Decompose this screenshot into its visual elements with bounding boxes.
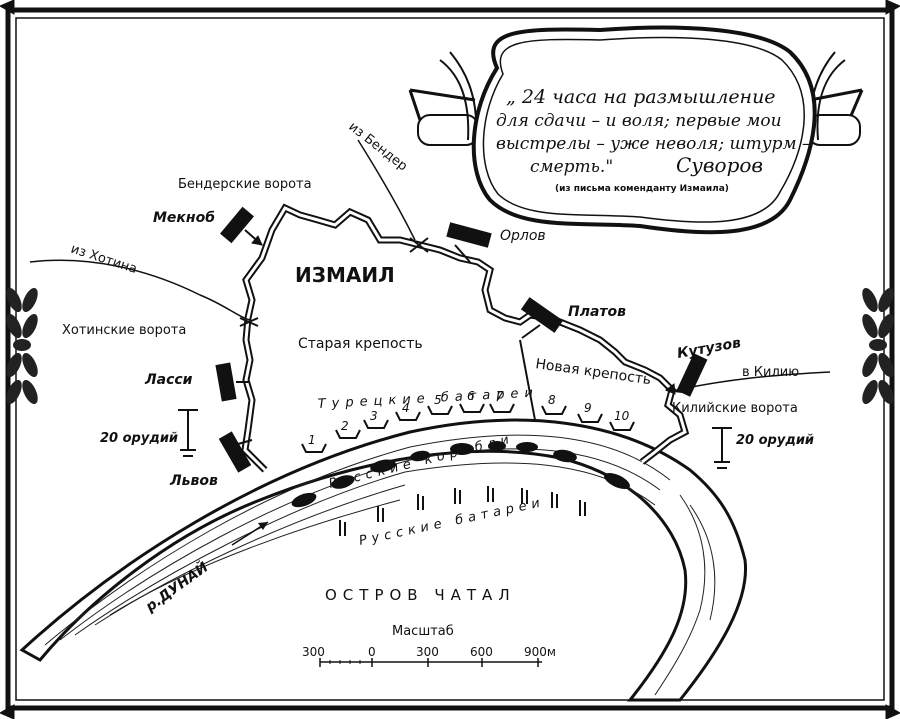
khotin-gate-label: Хотинские ворота: [62, 323, 186, 338]
guns-left-label: 20 орудий: [100, 431, 178, 446]
battery-number: 4: [402, 401, 410, 415]
commander-meknob: Мекноб: [153, 210, 215, 226]
battery-number: 1: [308, 433, 316, 447]
kiliya-gate-label: Килийские ворота: [672, 401, 798, 416]
ship-icon: [488, 441, 506, 451]
commander-lassi: Ласси: [144, 372, 193, 388]
battery-number: 5: [434, 393, 442, 407]
column-meknob: [220, 206, 263, 246]
from-bender-label: из Бендер: [346, 119, 411, 174]
turkish-battery: [427, 405, 453, 415]
russian-batteries: [339, 486, 586, 536]
turkish-battery: [395, 411, 421, 421]
old-fortress-label: Старая крепость: [298, 336, 423, 352]
turkish-battery: [335, 429, 361, 439]
battery-numbers: 1 2 3 4 5 6 7 8 9 10: [308, 389, 630, 447]
quote-cartouche: „ 24 часа на размышление для сдачи – и в…: [408, 25, 864, 235]
river-label: р.ДУНАЙ: [142, 558, 212, 615]
quote-line-4: смерть.": [530, 157, 613, 177]
island-label: ОСТРОВ ЧАТАЛ: [325, 586, 516, 604]
battery-number: 9: [584, 401, 592, 415]
turkish-battery: [609, 421, 635, 431]
ship-icon: [516, 442, 538, 452]
scale-tick: 300: [302, 645, 325, 659]
column-lassi: [215, 362, 250, 402]
quote-author: Суворов: [676, 153, 763, 177]
turkish-batteries: [301, 403, 635, 453]
commander-kutuzov: Кутузов: [676, 335, 742, 362]
new-fortress-label: Новая крепость: [534, 356, 652, 388]
turkish-battery: [301, 443, 327, 453]
fortress-wall: [241, 203, 690, 473]
scale-title: Масштаб: [392, 624, 454, 639]
ship-icon: [410, 450, 430, 462]
ship-icon: [604, 472, 630, 490]
quote-line-2: для сдачи – и воля; первые мои: [496, 111, 782, 131]
quote-source: (из письма коменданту Измаила): [555, 184, 729, 194]
commander-platov: Платов: [568, 304, 626, 320]
column-lvov: [218, 431, 253, 473]
russian-columns: [215, 206, 708, 473]
quote-line-1: „ 24 часа на размышление: [506, 86, 776, 108]
battery-number: 7: [496, 389, 504, 403]
battery-number: 2: [341, 419, 349, 433]
battery-number: 3: [370, 409, 378, 423]
gun-symbol-right: [712, 427, 732, 469]
fortress-name: ИЗМАИЛ: [295, 263, 395, 287]
column-orlov: [446, 222, 492, 263]
ship-icon: [553, 449, 577, 463]
gun-symbol-left: [178, 409, 198, 457]
laurel-ornament-right: [862, 287, 894, 405]
ship-icon: [370, 459, 396, 473]
scale-tick: 300: [416, 645, 439, 659]
russian-ships: [291, 441, 630, 508]
turkish-battery: [459, 403, 485, 413]
column-platov: [520, 297, 564, 339]
scale-tick: 0: [368, 645, 376, 659]
battery-number: 10: [614, 409, 630, 423]
ship-icon: [450, 443, 474, 455]
from-khotin-label: из Хотина: [69, 242, 139, 278]
scale-tick: 600: [470, 645, 493, 659]
quote-line-3: выстрелы – уже неволя; штурм –: [496, 134, 811, 154]
battery-number: 6: [467, 389, 475, 403]
ship-icon: [331, 475, 355, 489]
commander-orlov: Орлов: [500, 228, 546, 244]
turkish-battery: [363, 419, 389, 429]
scale-tick: 900м: [524, 645, 556, 659]
turkish-battery: [489, 403, 515, 413]
scale-bar: Масштаб 300 0 300 600 900м: [302, 624, 556, 667]
guns-right-label: 20 орудий: [736, 433, 814, 448]
battery-number: 8: [548, 393, 556, 407]
turkish-battery: [541, 405, 567, 415]
laurel-ornament-left: [6, 287, 38, 405]
bender-gate-label: Бендерские ворота: [178, 177, 312, 192]
ship-icon: [291, 492, 317, 508]
column-kutuzov: [665, 353, 708, 397]
commander-lvov: Львов: [169, 473, 218, 489]
to-kiliya-label: в Килию: [742, 365, 799, 380]
russian-batteries-label: Русские батареи: [358, 495, 546, 549]
turkish-battery: [577, 413, 603, 423]
